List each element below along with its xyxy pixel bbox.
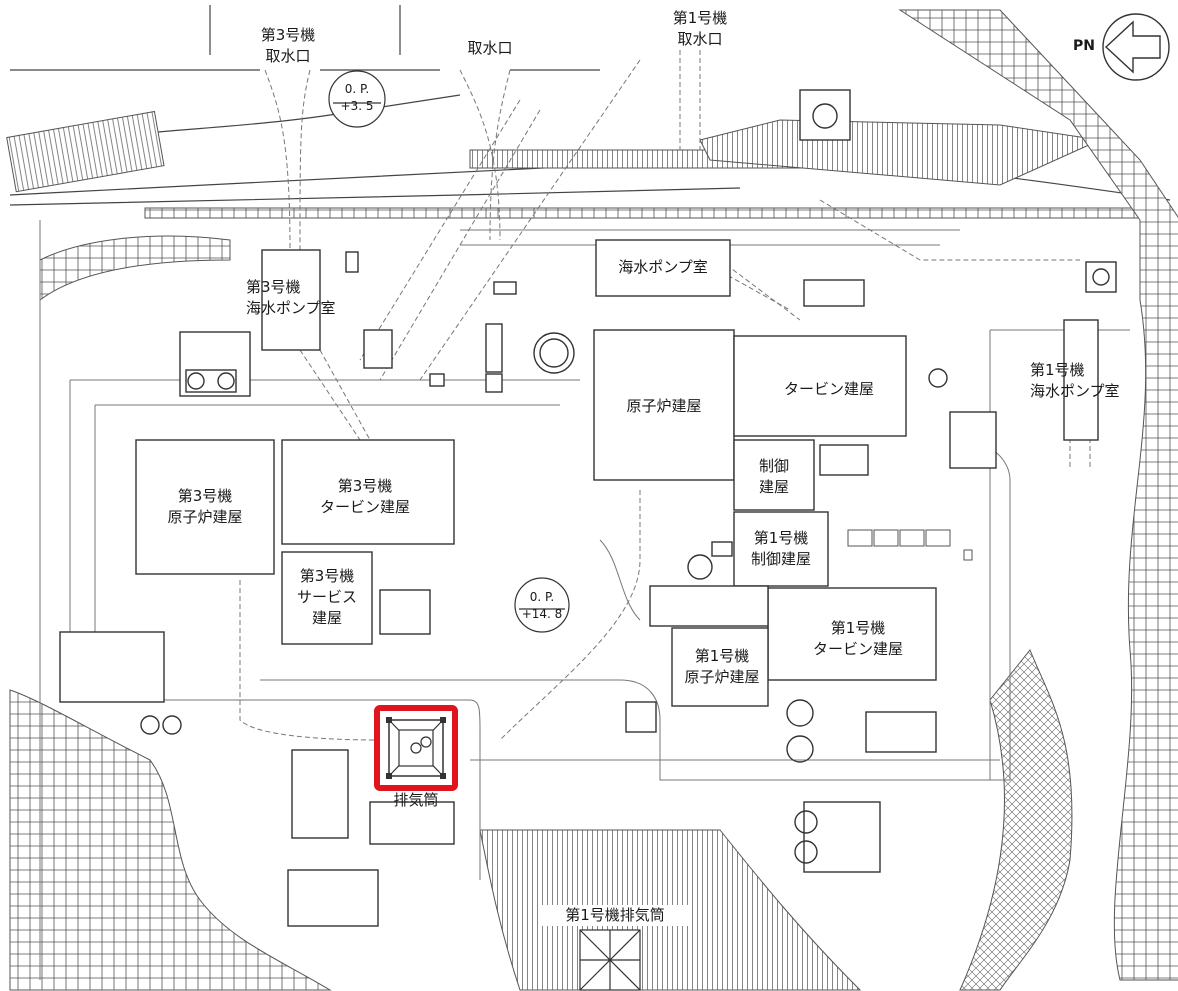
breakwater-right (699, 119, 1102, 186)
north-arrow-icon (1102, 13, 1170, 81)
unit1-turbine-building (767, 587, 937, 681)
unit1-reactor-building-label: 第1号機 原子炉建屋 (684, 647, 760, 686)
seawater-pump-building (595, 239, 731, 297)
reactor-building-label: 原子炉建屋 (626, 397, 702, 415)
op-marker-upper (328, 70, 386, 128)
unit3-reactor-building-label: 第3号機 原子炉建屋 (167, 487, 243, 526)
elevation-markers (328, 70, 570, 633)
unit3-service-building (281, 551, 373, 645)
tanks (140, 103, 1110, 864)
slope-left (9, 689, 332, 991)
unit1-stack-label: 第1号機排気筒 (540, 905, 690, 926)
stack-label: 排気筒 (393, 791, 439, 809)
piping (239, 50, 1091, 741)
seawater-pump-label: 海水ポンプ室 (618, 258, 708, 276)
control-building (733, 439, 815, 511)
unit3-turbine-building (281, 439, 455, 545)
op-marker-center (514, 577, 570, 633)
unit1-control-building (733, 511, 829, 587)
intake-label: 取水口 (467, 39, 513, 57)
unit1-seawater-pump-label: 第1号機 海水ポンプ室 (1030, 361, 1120, 400)
slope-right (898, 9, 1178, 981)
switchyard (847, 529, 973, 561)
unit1-control-building-label: 第1号機 制御建屋 (750, 529, 811, 568)
north-label: PN (1073, 38, 1095, 54)
control-building-label: 制御 建屋 (758, 457, 789, 496)
unit1-stack-icon (579, 929, 641, 991)
slope-left-upper (39, 235, 231, 301)
op-upper-label: 0. P. +3. 5 (340, 82, 374, 113)
unit1-intake-label: 第1号機 取水口 (672, 9, 728, 48)
turbine-building-label: タービン建屋 (783, 380, 874, 398)
breakwater-left (6, 110, 165, 193)
buildings (59, 89, 1117, 927)
unit3-service-building-label: 第3号機 サービス 建屋 (296, 567, 357, 627)
road-band (144, 207, 1146, 219)
unit1-reactor-building (671, 627, 769, 707)
unit1-seawater-pump-building (1063, 319, 1099, 441)
op-center-label: 0. P. +14. 8 (521, 590, 563, 621)
turbine-building (733, 335, 907, 437)
unit3-seawater-pump-label: 第3号機 海水ポンプ室 (246, 278, 336, 317)
unit1-annex (649, 585, 769, 627)
unit3-turbine-building-label: 第3号機 タービン建屋 (319, 477, 410, 516)
slope-crosshatch (959, 649, 1073, 991)
exhaust-stack-icon (374, 705, 458, 791)
unit3-intake-label: 第3号機 取水口 (260, 26, 316, 65)
unit3-reactor-building (135, 439, 275, 575)
reactor-building (593, 329, 735, 481)
unit3-seawater-pump-building (261, 249, 321, 351)
unit1-turbine-building-label: 第1号機 タービン建屋 (812, 619, 903, 658)
